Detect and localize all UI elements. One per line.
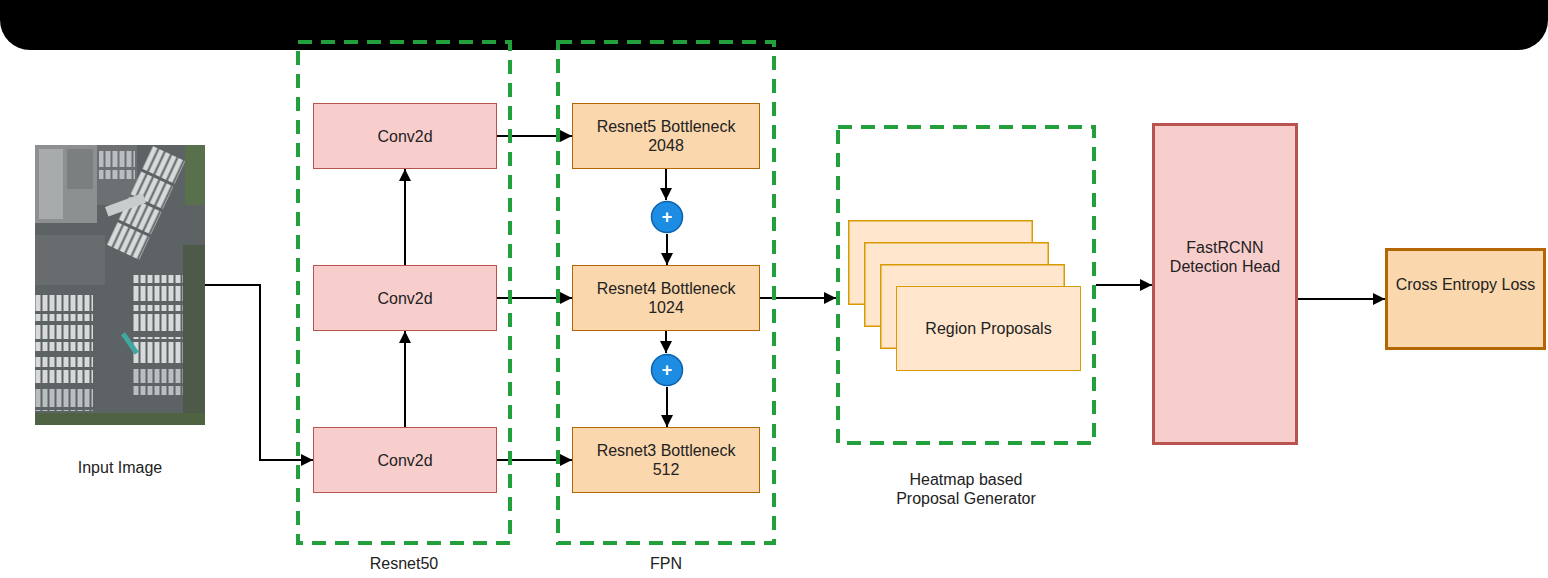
satellite-photo (35, 145, 205, 425)
node-label: + (662, 208, 673, 226)
fpn-group: FPNResnet5 Bottleneck 2048+Resnet4 Bottl… (556, 40, 776, 545)
node-label: Conv2d (377, 289, 432, 308)
bottleneck-box: Resnet4 Bottleneck 1024 (572, 265, 760, 331)
input-image: Input Image (35, 145, 205, 425)
detection-head-box: FastRCNN Detection Head (1152, 123, 1298, 445)
conv-box: Conv2d (313, 265, 497, 331)
node-label: Region Proposals (925, 319, 1051, 338)
node-label: + (662, 361, 673, 379)
backbone-group: Resnet50Conv2dConv2dConv2d (296, 40, 512, 545)
dashed-outline (836, 125, 1096, 445)
loss-box: Cross Entropy Loss (1385, 248, 1546, 350)
group-label: FPN (526, 554, 806, 573)
conv-box: Conv2d (313, 427, 497, 493)
bottleneck-box: Resnet3 Bottleneck 512 (572, 427, 760, 493)
arrow-connector (665, 169, 667, 200)
proposal-box: Region Proposals (896, 286, 1081, 371)
group-label: Heatmap based Proposal Generator (876, 470, 1056, 508)
conv-box: Conv2d (313, 103, 497, 169)
arrow-connector (666, 234, 668, 265)
node-label: FastRCNN Detection Head (1161, 238, 1289, 276)
sum-circle: + (650, 200, 684, 234)
group-label: Input Image (5, 458, 235, 477)
arrow-connector (665, 331, 667, 353)
arrow-connector (1298, 298, 1385, 300)
node-label: Resnet4 Bottleneck 1024 (584, 279, 749, 317)
node-label: Conv2d (377, 127, 432, 146)
stacked-proposal-sheets (849, 221, 1065, 349)
bottleneck-box: Resnet5 Bottleneck 2048 (572, 103, 760, 169)
arrow-connector (404, 331, 406, 427)
arrow-connector (404, 169, 406, 265)
proposal-group: Heatmap based Proposal GeneratorRegion P… (836, 125, 1096, 445)
group-label: Resnet50 (266, 554, 542, 573)
sum-circle: + (650, 353, 684, 387)
node-label: Conv2d (377, 451, 432, 470)
node-label: Resnet3 Bottleneck 512 (584, 441, 749, 479)
arrow-connector (1096, 284, 1152, 286)
arrow-connector (666, 387, 668, 427)
node-label: Cross Entropy Loss (1396, 275, 1536, 294)
arrow-connector (760, 297, 836, 299)
node-label: Resnet5 Bottleneck 2048 (584, 117, 749, 155)
